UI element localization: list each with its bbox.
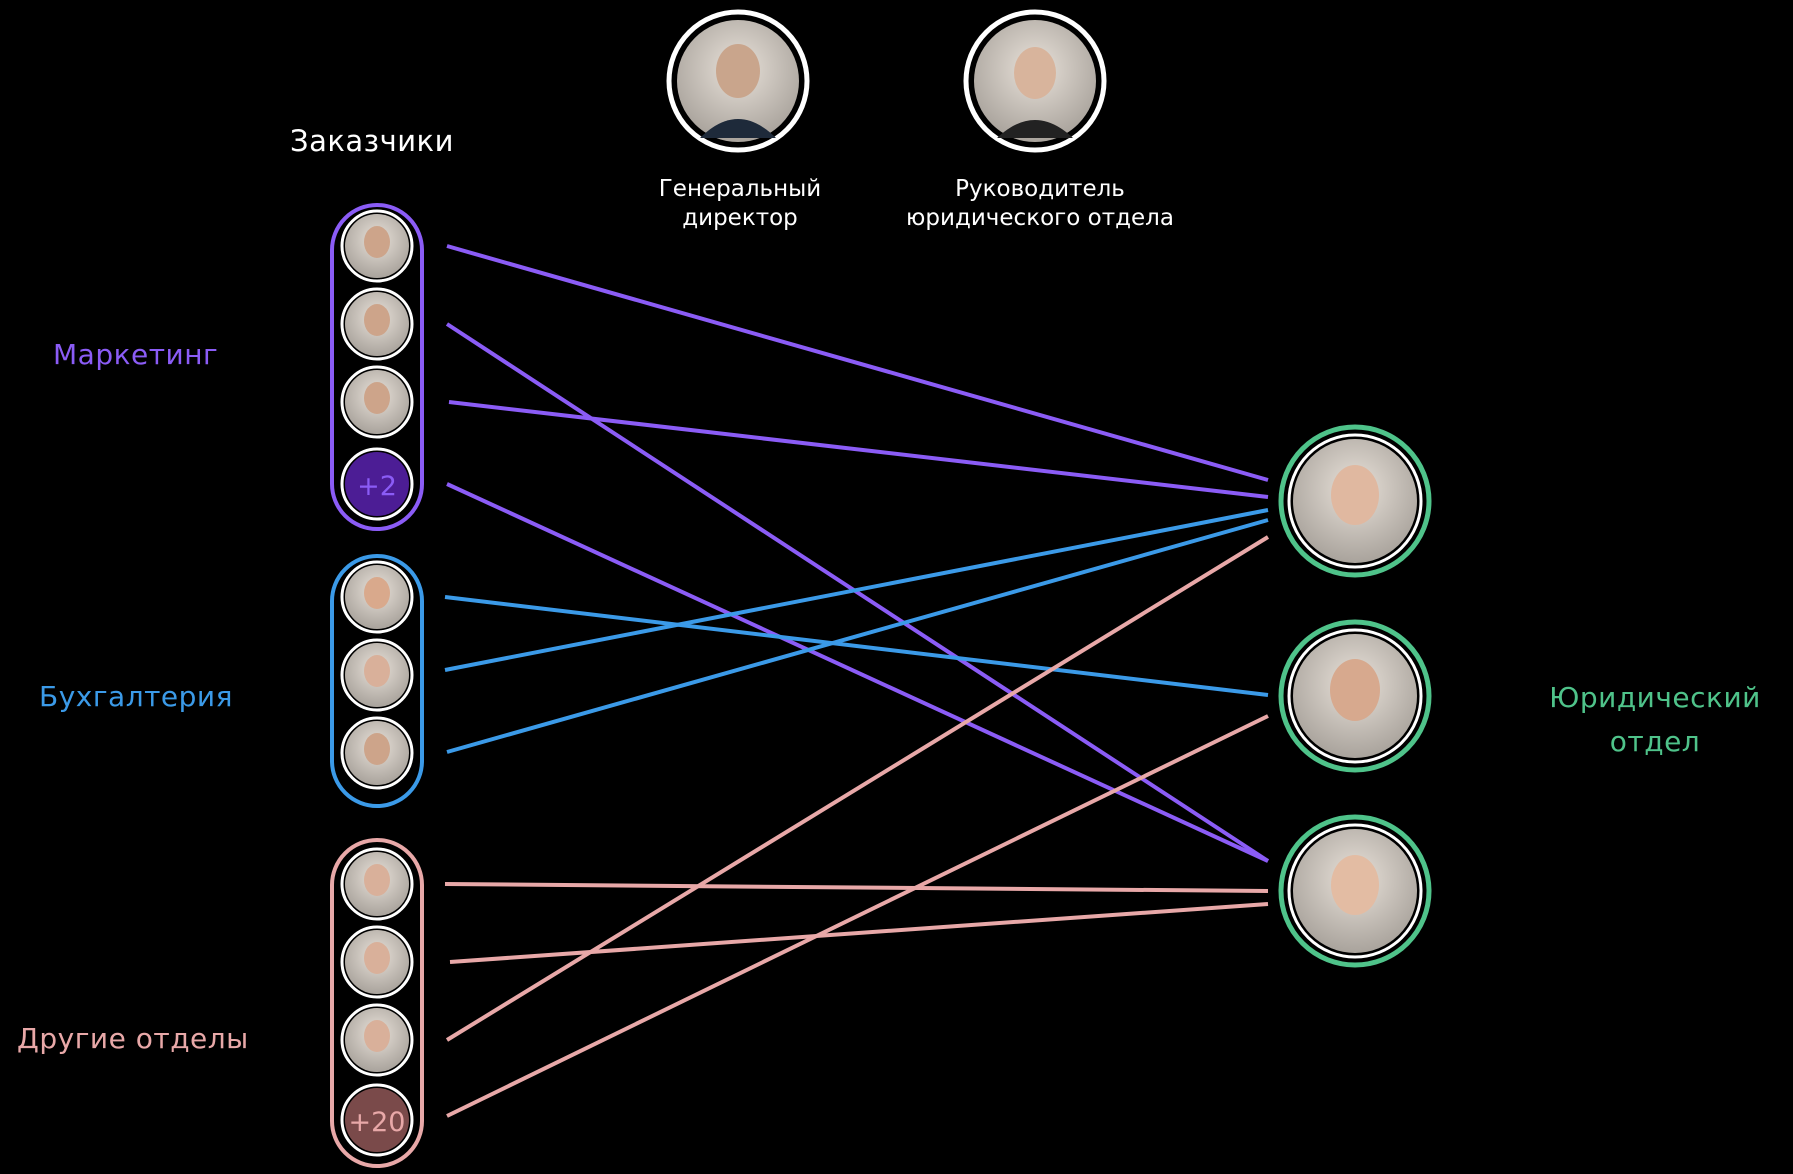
connection-line bbox=[448, 400, 1269, 499]
customer-avatar bbox=[340, 365, 414, 439]
connection-line bbox=[444, 508, 1269, 672]
connection-line bbox=[445, 535, 1270, 1042]
legal-members bbox=[1278, 424, 1432, 968]
customer-avatar bbox=[340, 209, 414, 283]
customer-avatar bbox=[340, 638, 414, 712]
more-count: +20 bbox=[349, 1107, 406, 1138]
group-marketing: +2 bbox=[330, 203, 424, 531]
legal-member-avatar bbox=[1278, 814, 1432, 968]
legal-line: отдел bbox=[1609, 725, 1701, 758]
more-badge: +2 bbox=[340, 447, 414, 521]
connection-line bbox=[446, 518, 1269, 754]
customer-avatar bbox=[340, 1003, 414, 1077]
more-badge: +20 bbox=[340, 1083, 414, 1157]
connection-line bbox=[446, 482, 1269, 863]
connection-line bbox=[446, 714, 1269, 1118]
department-label-accounting: Бухгалтерия bbox=[39, 680, 233, 713]
executive-ceo bbox=[666, 9, 810, 153]
connection-line bbox=[444, 595, 1269, 697]
more-count: +2 bbox=[357, 471, 397, 502]
connection-line bbox=[444, 882, 1269, 893]
role-line: директор bbox=[682, 205, 798, 231]
legal-line: Юридический bbox=[1549, 681, 1761, 714]
department-label-other: Другие отделы bbox=[17, 1022, 249, 1055]
group-other: +20 bbox=[330, 838, 424, 1168]
role-line: Руководитель bbox=[955, 176, 1125, 202]
executive-role-legal-head: Руководитель юридического отдела bbox=[880, 175, 1200, 233]
executive-legal-head bbox=[963, 9, 1107, 153]
connection-line bbox=[446, 244, 1269, 482]
connection-line bbox=[445, 322, 1270, 863]
connection-lines bbox=[444, 244, 1270, 1118]
role-line: Генеральный bbox=[658, 176, 822, 202]
customer-avatar bbox=[340, 287, 414, 361]
connection-line bbox=[449, 902, 1269, 964]
department-label-legal: Юридический отдел bbox=[1530, 676, 1780, 764]
executive-role-ceo: Генеральный директор bbox=[640, 175, 840, 233]
legal-member-avatar bbox=[1278, 424, 1432, 578]
customers-heading: Заказчики bbox=[290, 124, 454, 158]
department-label-marketing: Маркетинг bbox=[53, 338, 219, 371]
group-accounting bbox=[330, 554, 424, 808]
role-line: юридического отдела bbox=[906, 205, 1174, 231]
legal-member-avatar bbox=[1278, 619, 1432, 773]
customer-avatar bbox=[340, 560, 414, 634]
customer-avatar bbox=[340, 925, 414, 999]
customer-avatar bbox=[340, 716, 414, 790]
customer-avatar bbox=[340, 847, 414, 921]
